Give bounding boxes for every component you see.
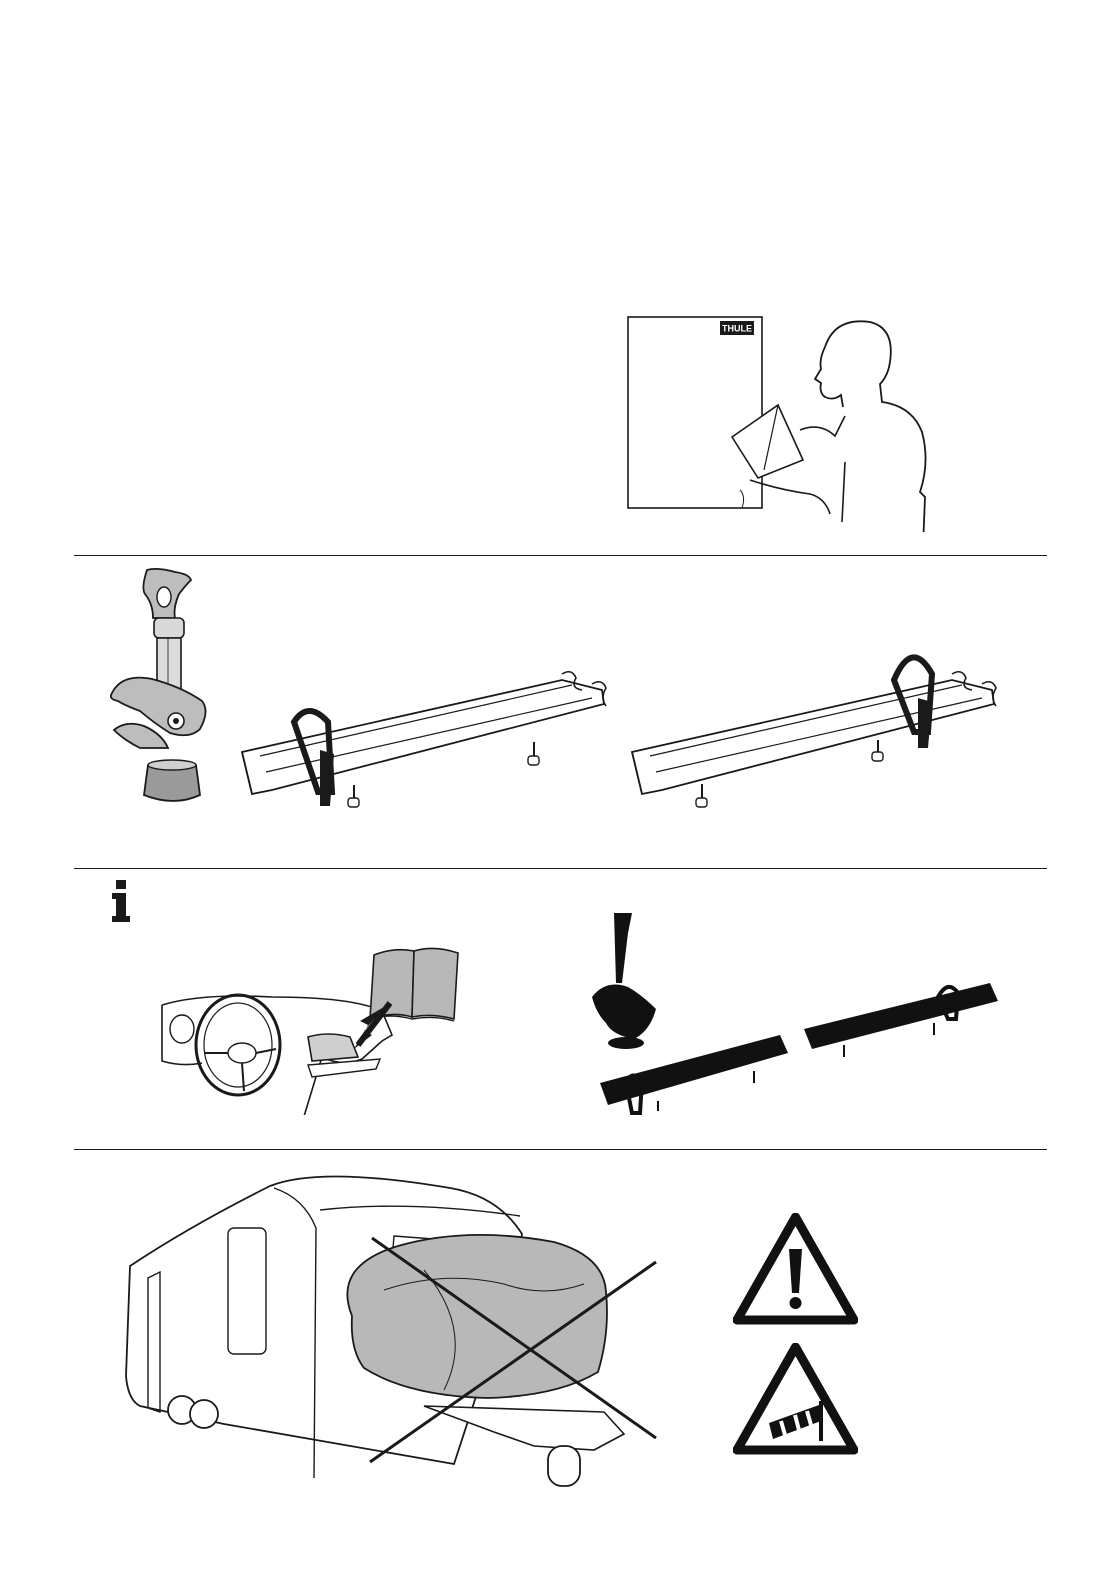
section-divider-2 bbox=[74, 868, 1047, 869]
person-reading-icon: THULE bbox=[620, 312, 940, 532]
warning-triangle-icon bbox=[733, 1213, 858, 1325]
read-instructions-figure: THULE bbox=[620, 312, 940, 532]
parts-overview-icon bbox=[592, 905, 1002, 1120]
bike-fork-holder-figure bbox=[104, 565, 209, 820]
wheel-rail-icon bbox=[232, 660, 612, 820]
section-divider-1 bbox=[74, 555, 1047, 556]
glovebox-manual-figure bbox=[158, 945, 463, 1115]
wheel-rail-figure-right bbox=[622, 640, 1002, 820]
warning-triangle-figure bbox=[733, 1213, 858, 1325]
glovebox-manual-icon bbox=[158, 945, 463, 1115]
bike-fork-holder-icon bbox=[104, 565, 209, 820]
wind-warning-icon bbox=[733, 1343, 858, 1455]
thule-logo-text: THULE bbox=[722, 324, 752, 334]
wheel-rail-figure-left bbox=[232, 660, 612, 820]
info-icon bbox=[110, 880, 132, 922]
caravan-covered-bike-prohibited-figure bbox=[124, 1170, 664, 1492]
caravan-covered-bike-prohibited-icon bbox=[124, 1170, 664, 1492]
section-divider-3 bbox=[74, 1149, 1047, 1150]
info-figure bbox=[110, 880, 132, 922]
parts-overview-figure bbox=[592, 905, 1002, 1120]
wheel-rail-icon bbox=[622, 640, 1002, 820]
wind-warning-figure bbox=[733, 1343, 858, 1455]
manual-sheet-icon bbox=[628, 317, 762, 508]
